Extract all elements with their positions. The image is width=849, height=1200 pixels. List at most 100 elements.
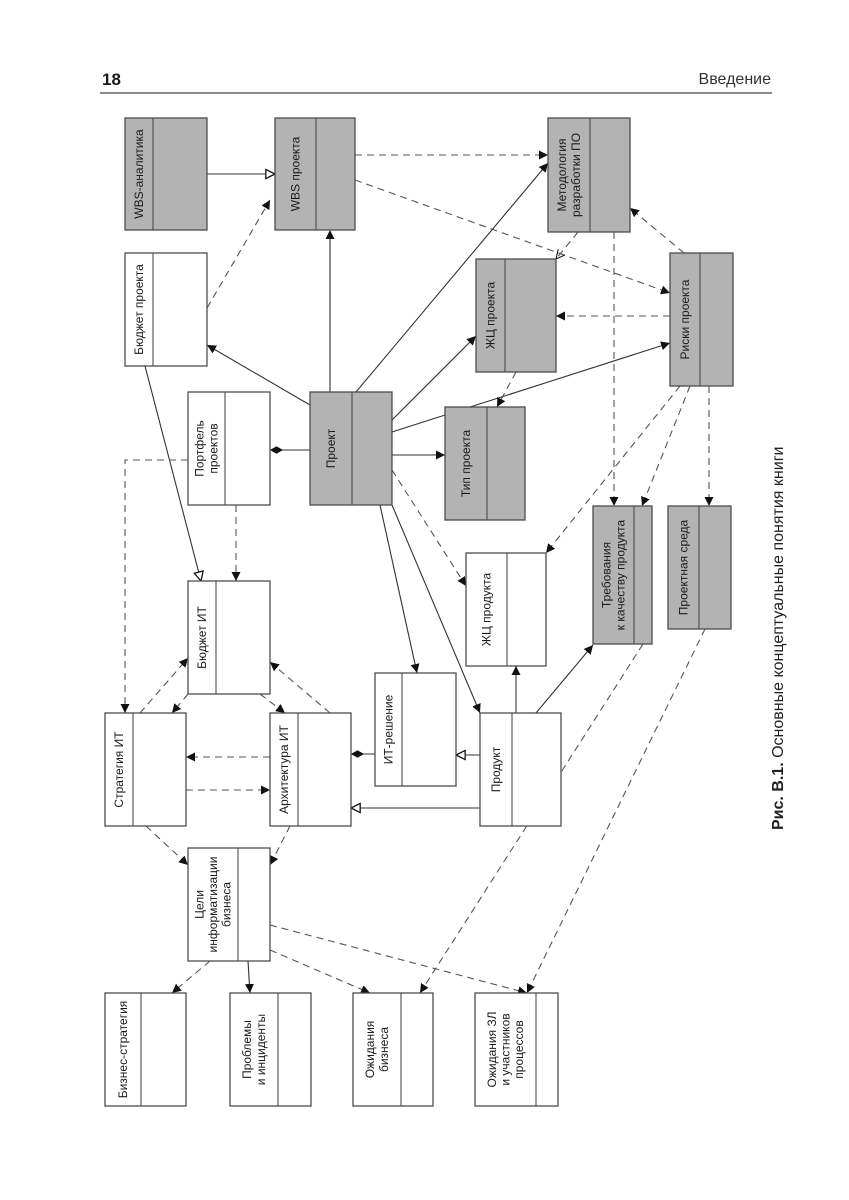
edge-it-budget-to-it-architecture <box>259 693 286 714</box>
node-box <box>104 712 187 827</box>
node-label-line: Риски проекта <box>678 279 692 359</box>
edge-wbs-project-to-project-risks <box>354 179 671 295</box>
node-label-line: Ожидания ЗЛ <box>485 1012 499 1088</box>
edge-project-risks-to-quality-requirements <box>641 385 691 507</box>
edge-project-to-project-budget <box>206 344 311 406</box>
node-it-solution: ИТ-решение <box>374 672 457 787</box>
node-box <box>187 391 271 506</box>
node-label: Методологияразработки ПО <box>555 133 583 217</box>
node-label: Проектная среда <box>677 519 691 615</box>
node-methodology: Методологияразработки ПО <box>547 117 631 233</box>
edge-business-it-goals-to-business-strategy <box>171 960 211 994</box>
node-label: Проект <box>324 428 338 468</box>
node-wbs-analytics: WBS-аналитика <box>124 117 208 231</box>
edge-project-environment-to-stakeholder-expectations <box>526 628 706 994</box>
edge-business-it-goals-to-stakeholder-expectations <box>269 924 528 996</box>
node-label-line: бизнеса <box>377 1027 391 1072</box>
node-box <box>474 992 559 1107</box>
node-label-line: и участников <box>499 1013 513 1085</box>
node-label-line: Ожидания <box>363 1021 377 1079</box>
nodes-layer: WBS-аналитика WBS проекта Методологияразра… <box>104 117 734 1107</box>
edge-project-budget-to-wbs-project <box>206 199 271 309</box>
node-label: WBS проекта <box>289 136 303 211</box>
node-problems-incidents: Проблемыи инциденты <box>229 992 312 1107</box>
node-box <box>229 992 312 1107</box>
node-label-line: и инциденты <box>254 1014 268 1085</box>
node-project-type: Тип проекта <box>444 406 526 521</box>
edge-project-risks-to-methodology <box>629 207 685 254</box>
node-label: Архитектура ИТ <box>277 724 291 813</box>
edges-layer <box>120 150 714 996</box>
edge-it-architecture-to-business-it-goals <box>269 825 291 866</box>
node-wbs-project: WBS проекта <box>274 117 356 231</box>
node-label: Ожиданиябизнеса <box>363 1021 391 1079</box>
node-label: Риски проекта <box>678 279 692 359</box>
node-label-line: Бизнес-стратегия <box>116 1001 130 1099</box>
edge-project-to-methodology <box>355 162 549 393</box>
node-product: Продукт <box>479 712 562 827</box>
node-box <box>669 252 734 387</box>
node-label: WBS-аналитика <box>132 129 146 219</box>
node-box <box>274 117 356 231</box>
node-label-line: Продукт <box>489 746 503 792</box>
header-rule <box>100 92 772 94</box>
node-label-line: Стратегия ИТ <box>112 731 126 808</box>
edge-project-budget-to-it-budget <box>144 365 201 581</box>
node-box <box>309 391 393 506</box>
node-box <box>187 580 271 695</box>
node-label-line: Тип проекта <box>459 430 473 498</box>
node-box <box>475 258 557 373</box>
node-label-line: Методология <box>555 139 569 212</box>
edge-it-architecture-to-it-budget <box>269 661 331 714</box>
edge-project-to-product <box>391 504 481 714</box>
edge-project-portfolio-to-it-strategy <box>120 459 188 713</box>
node-label-line: Проект <box>324 428 338 468</box>
node-box <box>104 992 187 1107</box>
node-label-line: Бюджет проекта <box>132 264 146 355</box>
edge-project-lifecycle-to-project-type <box>496 371 517 408</box>
node-box <box>592 505 653 645</box>
node-label: Бюджет проекта <box>132 264 146 355</box>
node-project-environment: Проектная среда <box>667 505 732 630</box>
node-label-line: информатизации <box>206 857 220 953</box>
node-business-it-goals: Целиинформатизациибизнеса <box>187 847 271 962</box>
node-label-line: ЖЦ проекта <box>484 282 498 350</box>
node-it-strategy: Стратегия ИТ <box>104 712 187 827</box>
node-label: Тип проекта <box>459 430 473 498</box>
node-business-expectations: Ожиданиябизнеса <box>352 992 434 1107</box>
edge-project-to-project-lifecycle <box>391 335 477 421</box>
node-label: ЖЦ продукта <box>480 573 494 647</box>
node-box <box>269 712 352 827</box>
edge-methodology-to-project-lifecycle <box>556 231 579 259</box>
edge-project-to-it-solution <box>379 504 420 674</box>
node-label-line: разработки ПО <box>569 133 583 217</box>
node-box <box>187 847 271 962</box>
node-label-line: бизнеса <box>220 882 234 927</box>
node-business-strategy: Бизнес-стратегия <box>104 992 187 1107</box>
node-label: Бюджет ИТ <box>195 605 209 668</box>
figure-caption-label: Рис. В.1. <box>770 762 787 830</box>
node-box <box>374 672 457 787</box>
page-number: 18 <box>102 70 121 89</box>
edge-it-strategy-to-business-it-goals <box>145 825 189 866</box>
node-box <box>465 552 547 667</box>
edge-project-to-project-risks <box>391 341 671 433</box>
node-project-lifecycle: ЖЦ проекта <box>475 258 557 373</box>
node-label-line: Цели <box>193 890 207 919</box>
node-it-architecture: Архитектура ИТ <box>269 712 352 827</box>
node-label-line: ЖЦ продукта <box>480 573 494 647</box>
edge-business-it-goals-to-business-expectations <box>269 949 371 994</box>
node-label: ИТ-решение <box>382 694 396 764</box>
node-label-line: Требования <box>600 542 614 608</box>
node-label: Бизнес-стратегия <box>116 1001 130 1099</box>
node-label: Продукт <box>489 746 503 792</box>
node-label: ЖЦ проекта <box>484 282 498 350</box>
node-project-budget: Бюджет проекта <box>124 252 208 367</box>
node-label-line: проектов <box>206 423 220 473</box>
node-project-portfolio: Портфельпроектов <box>187 391 271 506</box>
node-label-line: к качеству продукта <box>613 519 627 630</box>
edge-business-it-goals-to-problems-incidents <box>244 960 254 994</box>
node-label: Ожидания ЗЛи участниковпроцессов <box>485 1012 526 1088</box>
running-head: Введение <box>698 71 771 88</box>
